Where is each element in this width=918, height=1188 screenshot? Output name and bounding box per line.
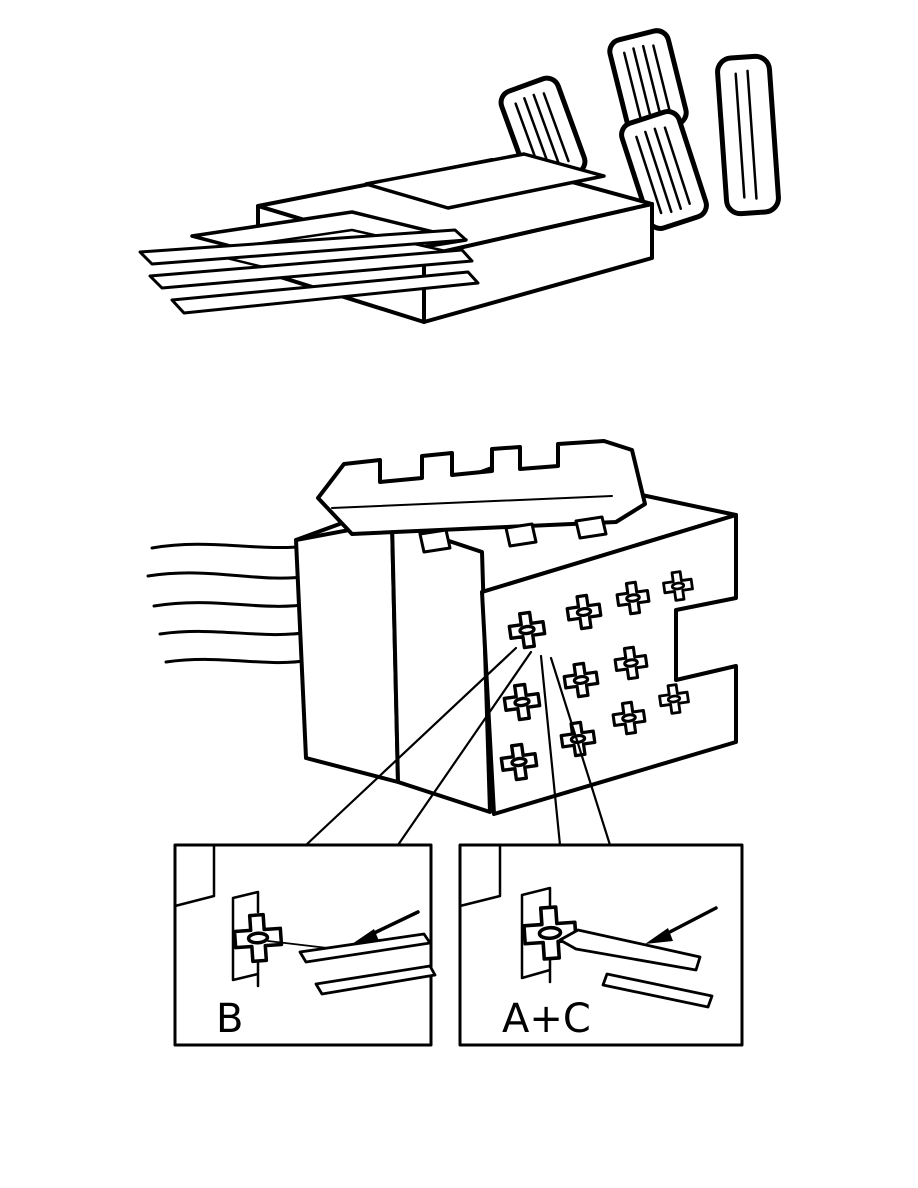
inset-b-label: B (216, 996, 243, 1042)
housing-lid (316, 439, 647, 536)
inset-ac-blade (558, 928, 702, 972)
leader-lines-b (304, 646, 533, 847)
wires-icon (146, 542, 312, 665)
terminal-body-right (422, 202, 654, 324)
inset-ac-cavity-wall (520, 886, 552, 984)
inset-ac-blade (601, 972, 714, 1009)
insertion-arrow-icon (645, 906, 718, 944)
housing-illustration (146, 439, 738, 847)
housing-left-face (294, 520, 400, 784)
inset-b-corner (173, 843, 216, 908)
inset-ac: A+C (458, 843, 744, 1047)
terminal-illustration (138, 28, 781, 324)
inset-b: B (173, 843, 437, 1047)
housing-lid-edge (331, 495, 613, 509)
contact-tab-icon (715, 53, 781, 217)
flat-blade (148, 248, 474, 290)
flat-blade (170, 270, 480, 315)
terminal-body-plate (364, 152, 606, 210)
leader-lines-ac (539, 654, 612, 847)
inset-ac-label: A+C (502, 996, 591, 1042)
lid-hinge-tab (418, 528, 452, 554)
insertion-arrow-icon (352, 910, 420, 944)
inset-b-cavity-wall (231, 890, 260, 988)
housing-mid-face (390, 520, 492, 814)
inset-b-blade (298, 932, 432, 964)
contact-tab-icon (607, 28, 689, 136)
lid-hinge-tab (574, 515, 608, 540)
inset-b-blade (314, 964, 437, 996)
inset-ac-corner (458, 843, 502, 908)
flat-blade (138, 228, 468, 266)
lid-hinge-tab (504, 522, 538, 548)
contact-tab-icon (619, 109, 709, 231)
